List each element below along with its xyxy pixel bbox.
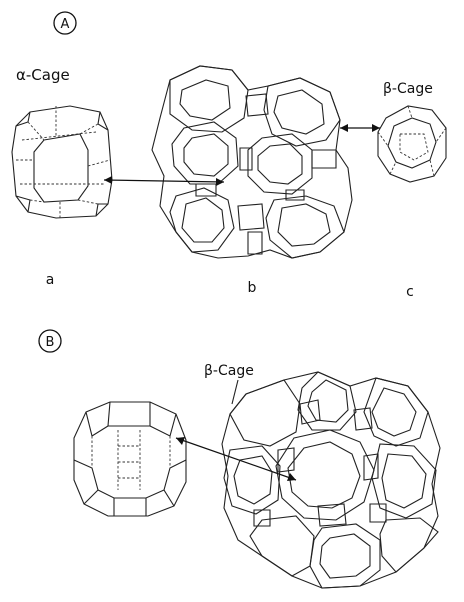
framework-drawing-a bbox=[151, 65, 353, 259]
beta-cage-leader-line bbox=[231, 379, 239, 405]
sub-label-a: a bbox=[46, 272, 55, 288]
panel-b-badge: B bbox=[38, 329, 62, 353]
sub-label-b: b bbox=[248, 280, 257, 296]
alpha-cage-label: α-Cage bbox=[16, 66, 70, 84]
panel-b-badge-letter: B bbox=[46, 335, 55, 350]
panel-a-badge-letter: A bbox=[61, 17, 70, 32]
arrow-framework-to-beta bbox=[340, 124, 380, 132]
beta-cage-label-a: β-Cage bbox=[383, 81, 433, 97]
cage-drawing-b bbox=[73, 401, 187, 517]
panel-b: B β-Cage bbox=[38, 329, 441, 589]
framework-drawing-b bbox=[221, 371, 441, 589]
sub-label-c: c bbox=[406, 284, 414, 300]
panel-a: A α-Cage β-Cage bbox=[11, 11, 447, 300]
beta-cage-drawing bbox=[377, 105, 447, 183]
arrow-alpha-to-framework bbox=[103, 176, 225, 186]
alpha-cage-drawing bbox=[11, 105, 113, 219]
beta-cage-label-b: β-Cage bbox=[204, 363, 254, 379]
panel-a-badge: A bbox=[53, 11, 77, 35]
arrow-cage-to-framework-b bbox=[175, 437, 297, 481]
